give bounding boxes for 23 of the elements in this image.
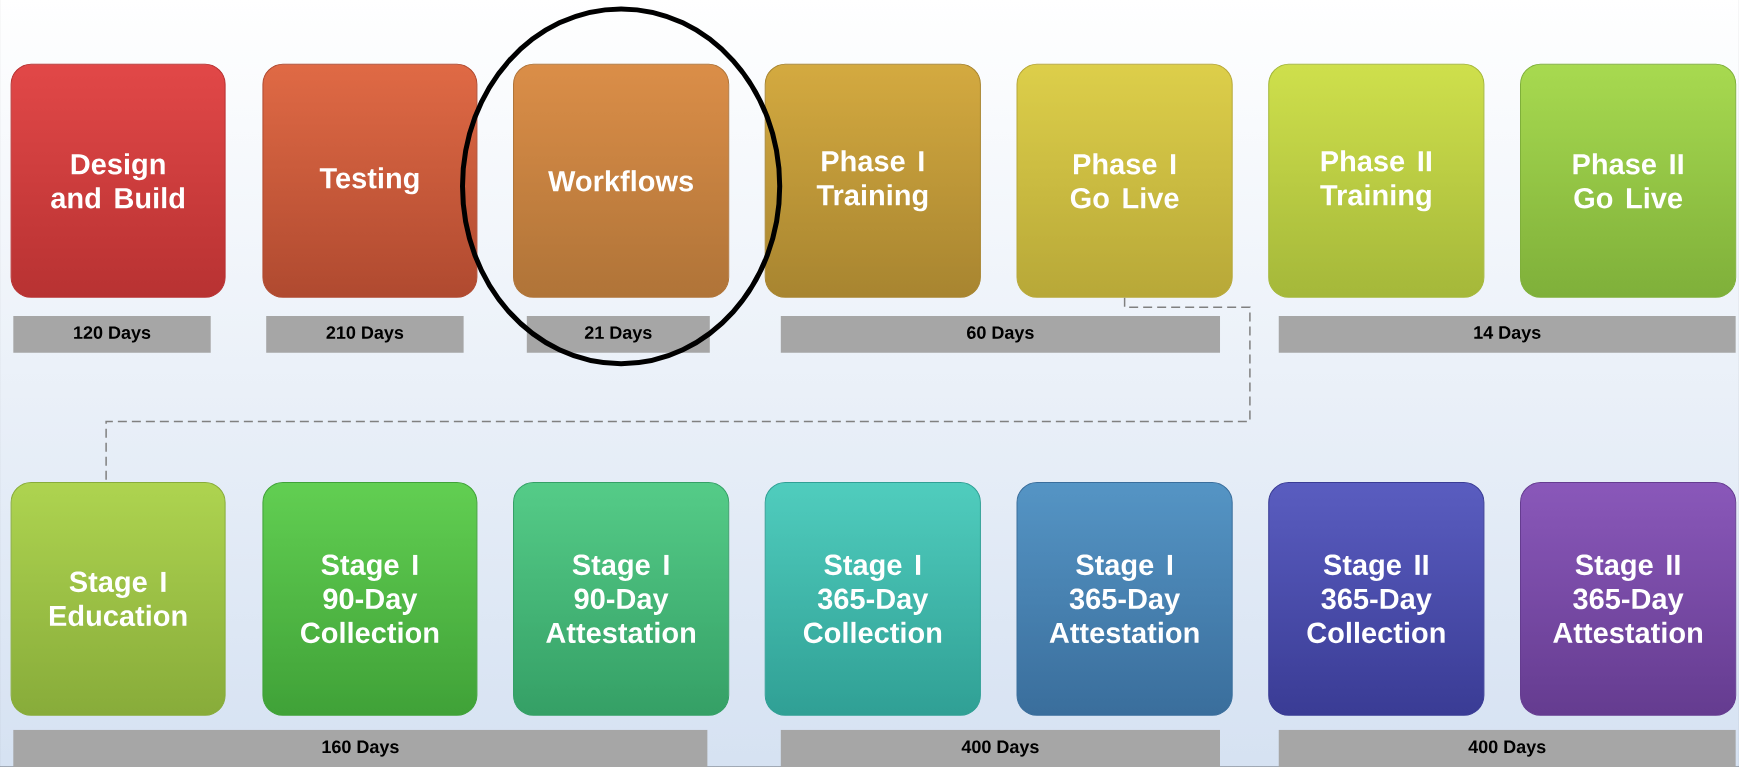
step-box: Stage II 365-Day Collection <box>1268 481 1485 716</box>
step-box: Design and Build <box>10 63 226 298</box>
step-box: Phase I Go Live <box>1016 63 1233 298</box>
step-box: Stage I Education <box>10 481 226 716</box>
duration-bar: 210 Days <box>266 316 464 353</box>
step-box: Stage I 90-Day Collection <box>262 481 478 716</box>
connector-line <box>105 297 1251 483</box>
duration-bar: 400 Days <box>780 729 1220 767</box>
step-box: Phase I Training <box>764 63 981 298</box>
duration-bar: 400 Days <box>1278 729 1736 767</box>
step-box: Stage II 365-Day Attestation <box>1520 481 1737 716</box>
duration-bar: 60 Days <box>780 316 1220 353</box>
step-box: Phase II Training <box>1268 63 1485 298</box>
duration-bar: 160 Days <box>13 729 708 767</box>
step-box: Stage I 90-Day Attestation <box>513 481 730 716</box>
step-box: Workflows <box>513 63 730 298</box>
step-box: Stage I 365-Day Collection <box>764 481 981 716</box>
step-box: Stage I 365-Day Attestation <box>1016 481 1233 716</box>
step-box: Phase II Go Live <box>1520 63 1737 298</box>
duration-bar: 120 Days <box>13 316 211 353</box>
duration-bar: 21 Days <box>526 316 710 353</box>
duration-bar: 14 Days <box>1278 316 1736 353</box>
step-box: Testing <box>262 63 478 298</box>
